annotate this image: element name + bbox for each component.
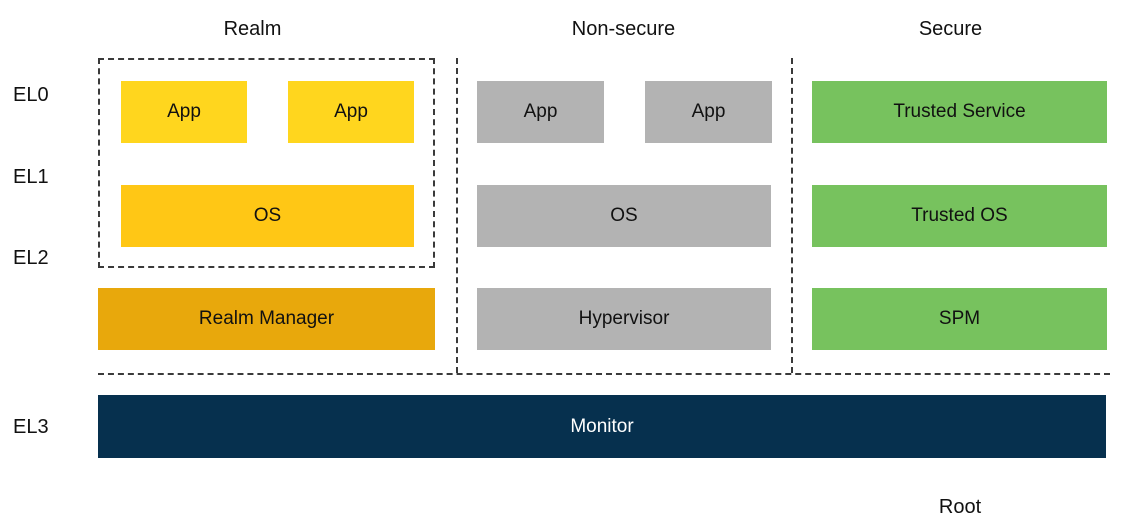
- divider-el2-el3: [98, 373, 1110, 375]
- non-secure-column-header: Non-secure: [571, 18, 676, 40]
- realm-manager-box: Realm Manager: [98, 288, 435, 350]
- divider-nonsecure-secure: [791, 58, 793, 373]
- divider-realm-nonsecure: [456, 58, 458, 373]
- spm-box: SPM: [812, 288, 1107, 350]
- el0-label: EL0: [13, 84, 49, 106]
- realm-app-box-1: App: [121, 81, 247, 143]
- secure-column-header: Secure: [918, 18, 983, 40]
- el3-label: EL3: [13, 416, 49, 438]
- realm-app-box-2: App: [288, 81, 414, 143]
- non-secure-app-box-2: App: [645, 81, 772, 143]
- trusted-os-box: Trusted OS: [812, 185, 1107, 247]
- non-secure-app-box-1: App: [477, 81, 604, 143]
- hypervisor-box: Hypervisor: [477, 288, 771, 350]
- el2-label: EL2: [13, 247, 49, 269]
- non-secure-os-box: OS: [477, 185, 771, 247]
- el1-label: EL1: [13, 166, 49, 188]
- monitor-bar: Monitor: [98, 395, 1106, 458]
- realm-dashed-outline: [98, 58, 435, 268]
- realm-os-box: OS: [121, 185, 414, 247]
- trusted-service-box: Trusted Service: [812, 81, 1107, 143]
- realm-column-header: Realm: [223, 18, 282, 40]
- root-label: Root: [938, 496, 982, 518]
